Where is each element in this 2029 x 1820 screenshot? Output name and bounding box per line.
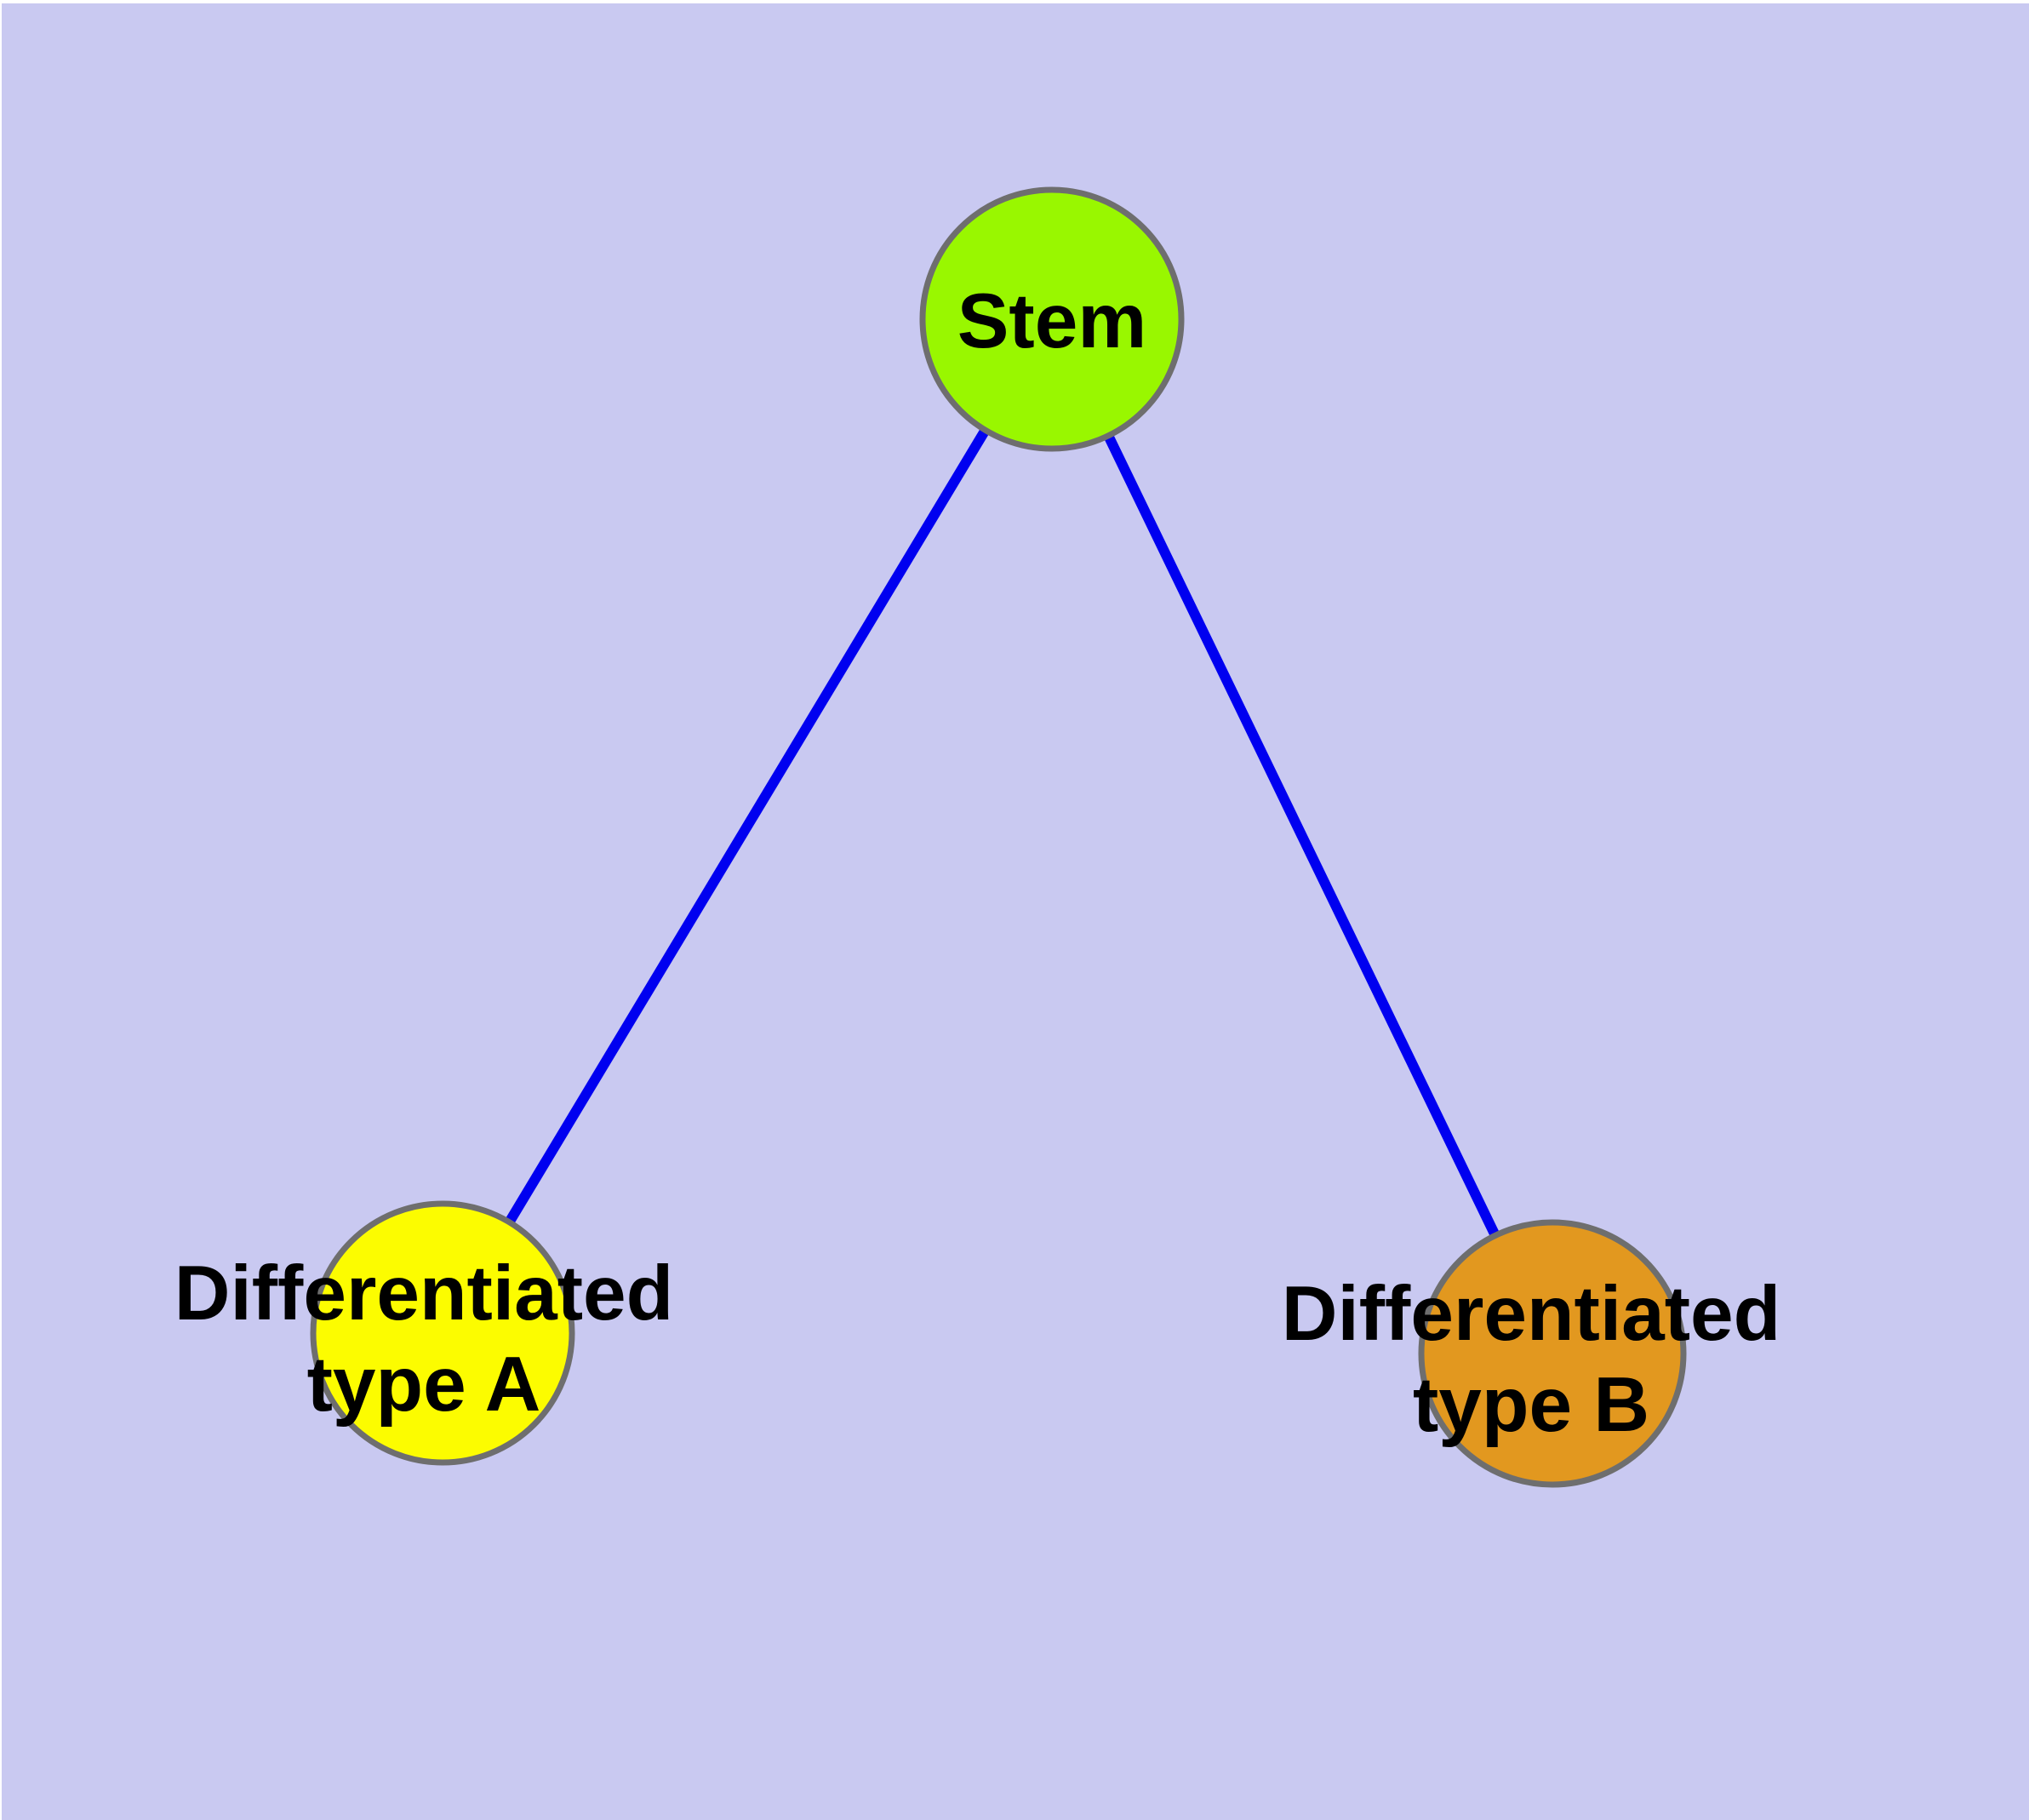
edge-stem-to-differentiated-type-a (437, 316, 1057, 1336)
node-label-differentiated-type-a-line-1: Differentiated (174, 1251, 674, 1336)
node-differentiated-type-a (310, 1200, 575, 1466)
edge-layer (437, 316, 1557, 1356)
node-label-stem-line-1: Stem (957, 278, 1147, 364)
node-differentiated-type-b (1418, 1219, 1687, 1488)
node-layer (310, 186, 1687, 1488)
edge-stem-to-differentiated-type-b (1047, 317, 1557, 1356)
node-label-differentiated-type-b-line-2: type B (1413, 1362, 1649, 1448)
node-label-differentiated-type-a-line-2: type A (307, 1342, 541, 1428)
node-label-differentiated-type-b-line-1: Differentiated (1282, 1271, 1781, 1357)
node-stem (919, 186, 1185, 452)
